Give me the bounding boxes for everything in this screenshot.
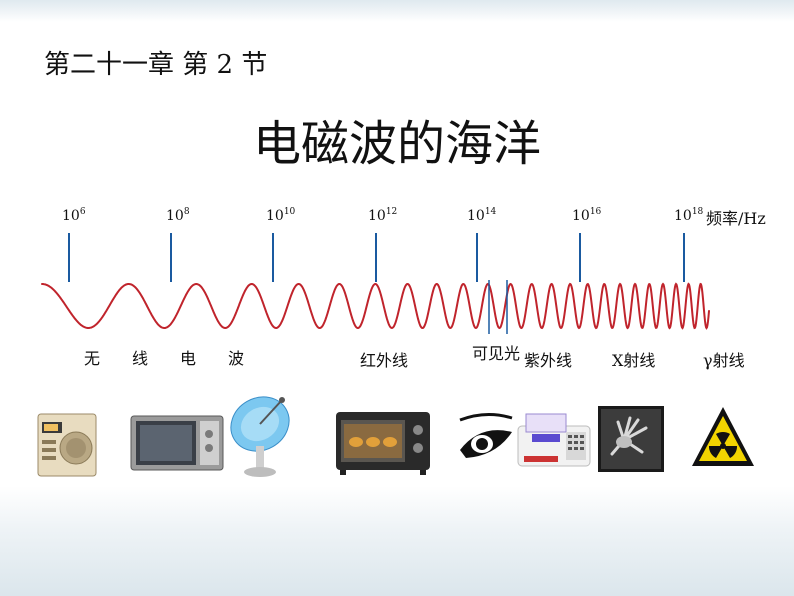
satellite-dish-icon [230,396,290,477]
microwave-oven-icon [130,415,224,471]
frequency-tick-marks [68,233,685,282]
chapter-heading: 第二十一章 第 2 节 [44,50,268,80]
band-radio-char-4: 波 [228,349,245,368]
banknote-detector-icon [517,413,591,467]
tick-label-1e6: 106 [62,207,86,224]
radio-icon [37,413,97,477]
band-radio-char-2: 线 [132,349,149,368]
tick-label-1e10: 1010 [266,207,296,224]
toaster-oven-icon [336,412,430,475]
eye-icon [459,413,513,458]
em-wave [41,282,710,330]
radiation-warning-icon [692,407,754,466]
visible-band-markers [488,280,508,334]
band-visible-label: 可见光 [472,344,521,363]
tick-label-1e16: 1016 [572,207,602,224]
band-radio-char-3: 电 [180,349,197,368]
band-gamma-label: γ射线 [703,351,745,370]
tick-label-1e14: 1014 [467,207,497,224]
band-infrared-label: 红外线 [360,351,409,370]
xray-hand-icon [598,406,664,472]
frequency-unit-label: 频率/Hz [706,209,766,228]
band-xray-label: X射线 [612,351,656,370]
tick-label-1e18: 1018 [674,207,704,224]
band-ultraviolet-label: 紫外线 [524,351,573,370]
background-bottom-band [0,486,794,596]
page-title: 电磁波的海洋 [252,116,541,172]
tick-label-1e12: 1012 [368,207,398,224]
tick-label-1e8: 108 [166,207,190,224]
band-radio-char-1: 无 [84,349,101,368]
background-top-band [0,0,794,22]
